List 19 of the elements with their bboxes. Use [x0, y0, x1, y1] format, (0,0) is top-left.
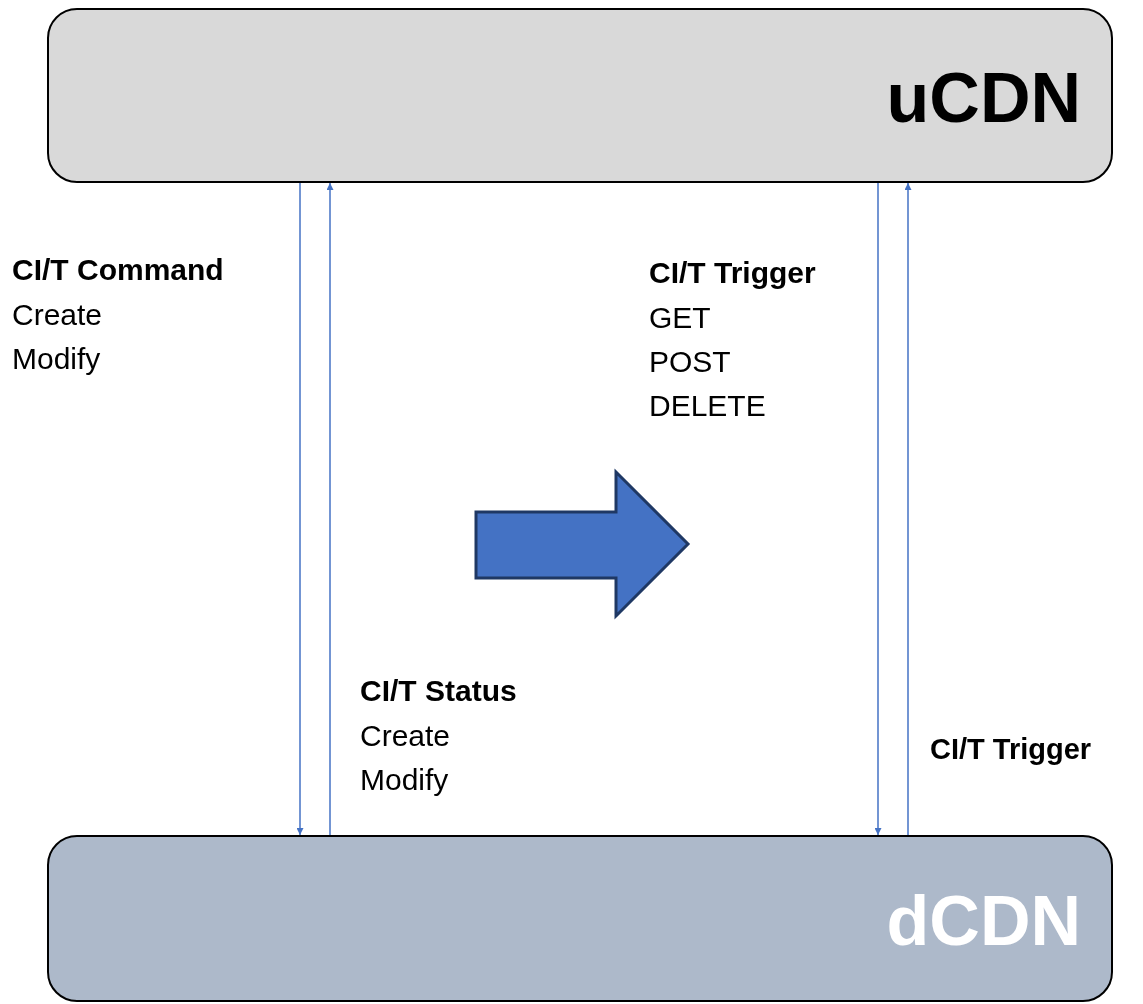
message-item: Create	[360, 721, 451, 751]
arrow	[874, 182, 882, 836]
message-item: Create	[12, 300, 103, 330]
message-item: DELETE	[649, 391, 766, 421]
message-heading: CI/T Trigger	[930, 735, 1092, 764]
message-item: Modify	[12, 344, 101, 374]
message-heading: CI/T Command	[12, 255, 224, 285]
system-box	[47, 8, 1113, 183]
message-item: GET	[649, 303, 711, 333]
message-item: POST	[649, 347, 731, 377]
arrow	[904, 182, 912, 836]
message-heading: CI/T Status	[360, 676, 517, 706]
arrow	[326, 182, 334, 836]
message-item: Modify	[360, 765, 449, 795]
arrow	[296, 182, 304, 836]
message-heading: CI/T Trigger	[649, 258, 816, 288]
system-name: dCDN	[886, 885, 1081, 956]
system-box	[47, 835, 1113, 1002]
system-name: uCDN	[886, 62, 1081, 133]
